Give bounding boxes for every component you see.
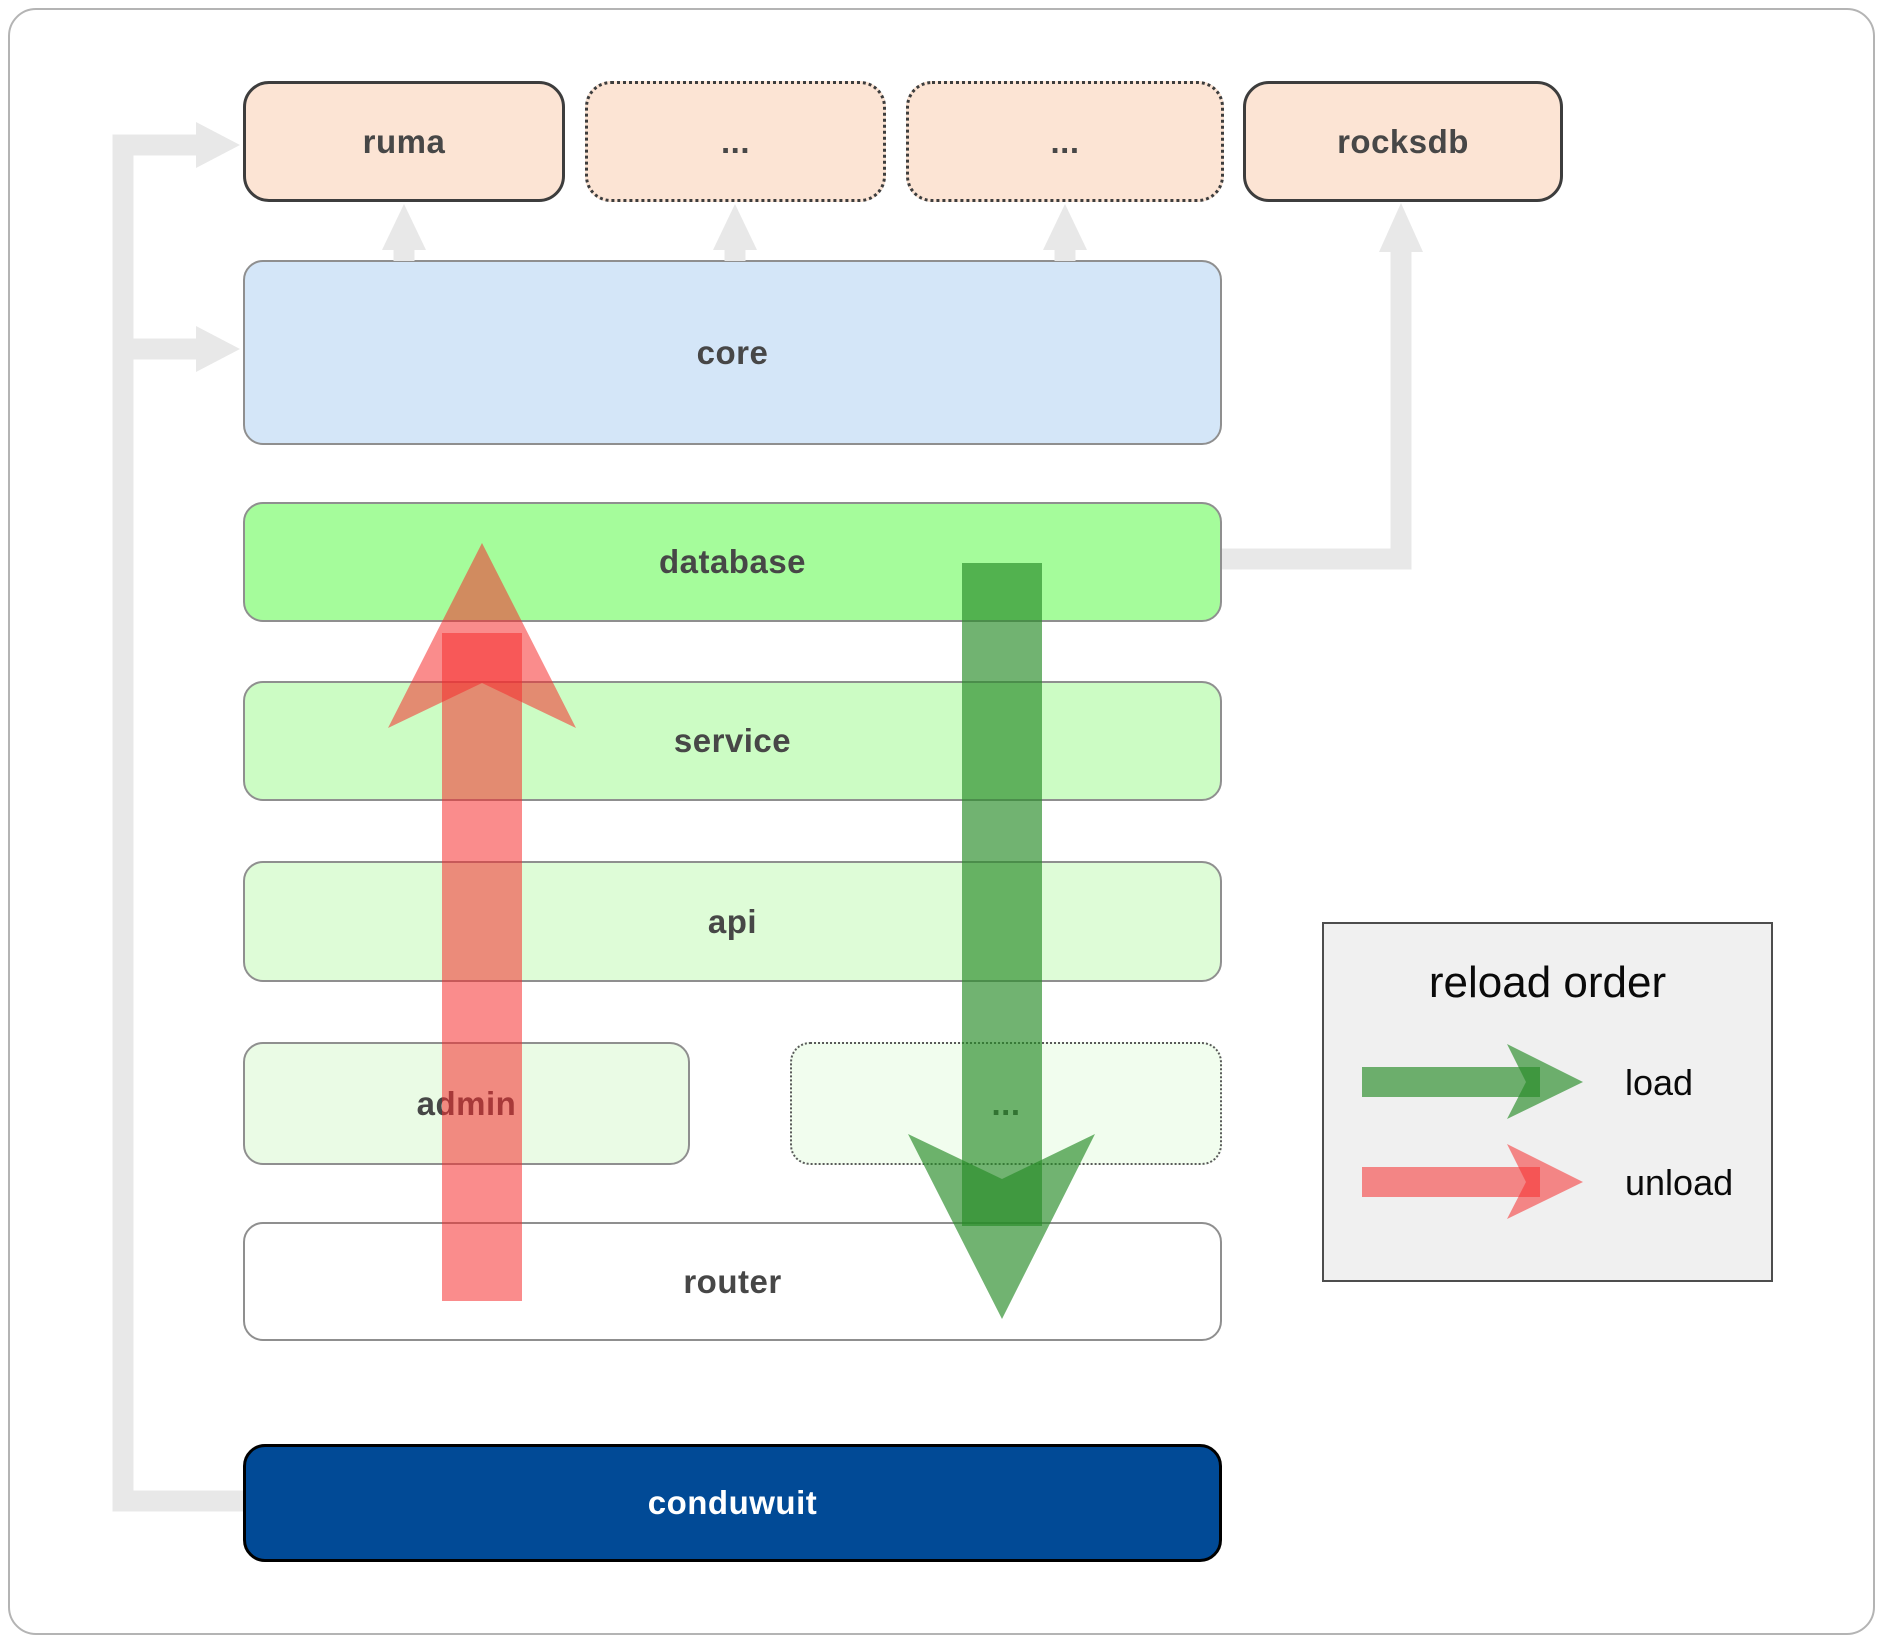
box-conduwuit-label: conduwuit bbox=[647, 1484, 818, 1521]
box-ellipsis-admin: ... bbox=[790, 1042, 1222, 1165]
box-api-label: api bbox=[707, 902, 758, 940]
box-database: database bbox=[243, 502, 1222, 622]
box-admin: admin bbox=[243, 1042, 690, 1165]
box-rocksdb-label: rocksdb bbox=[1337, 122, 1469, 160]
box-service-label: service bbox=[673, 722, 792, 759]
box-ruma-label: ruma bbox=[362, 122, 446, 160]
legend-load-label: load bbox=[1625, 1062, 1694, 1103]
outer-frame bbox=[8, 8, 1875, 1635]
box-ellipsis-top-1: ... bbox=[585, 81, 886, 202]
box-ellipsis-top-2: ... bbox=[906, 81, 1224, 202]
legend-title: reload order bbox=[1428, 958, 1667, 1007]
box-admin-label: admin bbox=[416, 1084, 517, 1122]
box-ellipsis-admin-label: ... bbox=[991, 1084, 1021, 1122]
box-ellipsis-top-2-label: ... bbox=[1050, 122, 1080, 160]
box-service: service bbox=[243, 681, 1222, 801]
box-conduwuit: conduwuit bbox=[243, 1444, 1222, 1562]
box-router: router bbox=[243, 1222, 1222, 1341]
box-ruma: ruma bbox=[243, 81, 565, 202]
legend-box: reload order bbox=[1322, 922, 1773, 1282]
box-api: api bbox=[243, 861, 1222, 982]
box-database-label: database bbox=[658, 543, 807, 580]
box-rocksdb: rocksdb bbox=[1243, 81, 1563, 202]
box-ellipsis-top-1-label: ... bbox=[720, 122, 750, 160]
box-router-label: router bbox=[683, 1262, 782, 1300]
box-core: core bbox=[243, 260, 1222, 445]
box-core-label: core bbox=[696, 333, 769, 371]
legend-unload-label: unload bbox=[1625, 1162, 1734, 1203]
